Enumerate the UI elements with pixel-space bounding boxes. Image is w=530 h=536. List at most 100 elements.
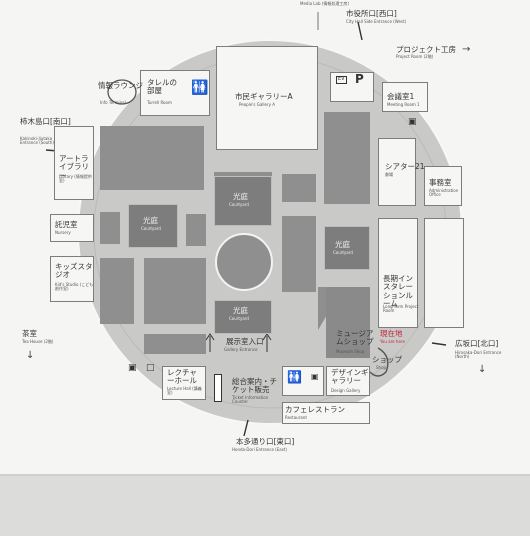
courtyard: 光庭 Courtyard (214, 176, 272, 226)
courtyard: 光庭 Courtyard (214, 300, 272, 334)
shop-label: ショップ (372, 355, 402, 364)
peoples-gallery[interactable]: 市民ギャラリーA People's Gallery A (216, 46, 318, 150)
turrell-room-en: Turrell Room (147, 100, 172, 105)
courtyard-en: Courtyard (229, 202, 249, 207)
side-room (424, 218, 464, 328)
nursery-en: Nursery (55, 230, 71, 235)
design-gallery[interactable]: デザインギャラリー Design Gallery (326, 366, 370, 396)
courtyard-en: Courtyard (141, 226, 161, 231)
exhibition-room (100, 212, 120, 244)
museum-shop-label: ミュージアムショップ (336, 329, 374, 347)
meeting-room-label: 会議室1 (387, 92, 415, 101)
info-lounge-en: Info Terminal (100, 100, 126, 105)
exhibition-room (100, 258, 134, 324)
lecture-hall[interactable]: レクチャーホール Lecture Hall (講義室) (162, 366, 206, 400)
courtyard-label: 光庭 (335, 240, 350, 249)
ev-icon: EV (336, 76, 347, 84)
you-are-here-label: 現在地 (380, 329, 403, 338)
exhibition-room (100, 126, 204, 190)
nursery[interactable]: 託児室 Nursery (50, 214, 94, 242)
theater-en: 劇場 (385, 172, 393, 177)
west-entrance-label: 市役所口[西口] (346, 9, 397, 18)
shop-en: Shop (376, 365, 387, 370)
exhibition-room (282, 174, 316, 202)
arrow-right-icon: → (462, 44, 471, 55)
locker-icon: □ (146, 363, 155, 373)
west-entrance-en: City Hall Side Entrance (West) (346, 19, 407, 24)
lecture-hall-label: レクチャーホール (167, 368, 197, 386)
panel-edge (0, 474, 530, 477)
meeting-room[interactable]: 会議室1 Meeting Room 1 (382, 82, 428, 112)
nursery-label: 託児室 (55, 220, 78, 229)
info-lounge-label: 情報ラウンジ (98, 81, 143, 90)
design-gallery-en: Design Gallery (331, 388, 361, 393)
ticket-en: Ticket Information Counter (232, 395, 269, 405)
east-entrance-en: Honda-Dori Entrance (East) (232, 447, 287, 452)
exhibition-room (144, 334, 206, 354)
lecture-hall-en: Lecture Hall (講義室) (167, 386, 202, 396)
exhibition-room (144, 258, 206, 324)
parking-elevator[interactable]: EV P (330, 72, 374, 102)
art-library-label: アートライブラリー (59, 154, 89, 180)
atm-icon: ▣ (311, 372, 319, 381)
office-label: 事務室 (429, 178, 452, 187)
tea-house-en: Tea House (2階) (22, 339, 54, 344)
kids-studio[interactable]: キッズスタジオ Kid's Studio (こども創作室) (50, 256, 94, 302)
north-entrance-label: 広坂口[北口] (455, 339, 499, 348)
kids-studio-en: Kid's Studio (こども創作室) (55, 282, 94, 292)
turrell-room-label: タレルの部屋 (147, 78, 177, 96)
ticket-counter[interactable] (214, 374, 222, 402)
museum-shop-en: Museum Shop (336, 349, 365, 354)
restroom-icon: 🚻 (191, 80, 209, 96)
office-en: Administration Office (429, 188, 459, 198)
project-room-label: プロジェクト工房 (396, 45, 456, 54)
design-gallery-label: デザインギャラリー (331, 368, 369, 386)
long-term-room[interactable]: 長期インスタレーションルーム Long-Term Project Room (378, 218, 418, 328)
center-circle (215, 233, 273, 291)
office[interactable]: 事務室 Administration Office (424, 166, 462, 206)
project-room-en: Project Room (2階) (396, 54, 434, 59)
gallery-entrance-en: Gallery Entrance (224, 347, 258, 352)
courtyard-label: 光庭 (233, 306, 248, 315)
art-library-en: Library (情報提供室) (59, 174, 92, 184)
courtyard-label: 光庭 (143, 216, 158, 225)
long-term-en: Long-Term Project Room (383, 304, 419, 314)
courtyard-label: 光庭 (233, 192, 248, 201)
gallery-entrance-label: 展示室入口 (226, 337, 264, 346)
kids-studio-label: キッズスタジオ (55, 262, 93, 280)
courtyard-en: Courtyard (229, 316, 249, 321)
exhibition-room (324, 112, 370, 204)
you-are-here-en: You are here (380, 339, 405, 344)
theater[interactable]: シアター21 劇場 (378, 138, 425, 206)
atm-icon: ▣ (408, 117, 417, 127)
parking-icon: P (355, 72, 364, 86)
ticket-label: 総合案内・チケット販売 (232, 377, 277, 395)
arrow-down-icon: ↓ (26, 350, 35, 361)
courtyard: 光庭 Courtyard (324, 226, 370, 270)
restroom-icon: 🚻 (287, 370, 302, 384)
cafe-label: カフェレストラン (285, 405, 345, 414)
exhibition-room (186, 214, 206, 246)
arrow-down-icon: ↓ (478, 364, 487, 375)
east-entrance-label: 本多通り口[東口] (236, 437, 295, 446)
long-term-label: 長期インスタレーションルーム (383, 274, 413, 308)
cafe-restaurant[interactable]: カフェレストラン Restaurant (282, 402, 370, 424)
peoples-gallery-en: People's Gallery A (239, 102, 275, 107)
exhibition-room (282, 216, 316, 292)
north-entrance-en: Hirosaka-Dori Entrance (North) (455, 350, 502, 360)
peoples-gallery-label: 市民ギャラリーA (235, 92, 293, 101)
cafe-en: Restaurant (285, 415, 307, 420)
turrell-room[interactable]: タレルの部屋 Turrell Room 🚻 (140, 70, 210, 116)
courtyard-en: Courtyard (333, 250, 353, 255)
meeting-room-en: Meeting Room 1 (387, 102, 420, 107)
shop-ring (369, 347, 389, 377)
atm-icon: ▣ (128, 363, 137, 373)
media-lab-label: Media Lab (情報処理工房) (300, 1, 349, 6)
tea-house-label: 茶室 (22, 329, 37, 338)
south-entrance-label: 柿木島口[南口] (20, 117, 71, 126)
restroom-block: 🚻 ▣ (282, 366, 324, 396)
art-library[interactable]: アートライブラリー Library (情報提供室) (54, 126, 94, 200)
courtyard: 光庭 Courtyard (128, 204, 178, 248)
wall-background (0, 476, 530, 536)
theater-label: シアター21 (385, 162, 425, 171)
